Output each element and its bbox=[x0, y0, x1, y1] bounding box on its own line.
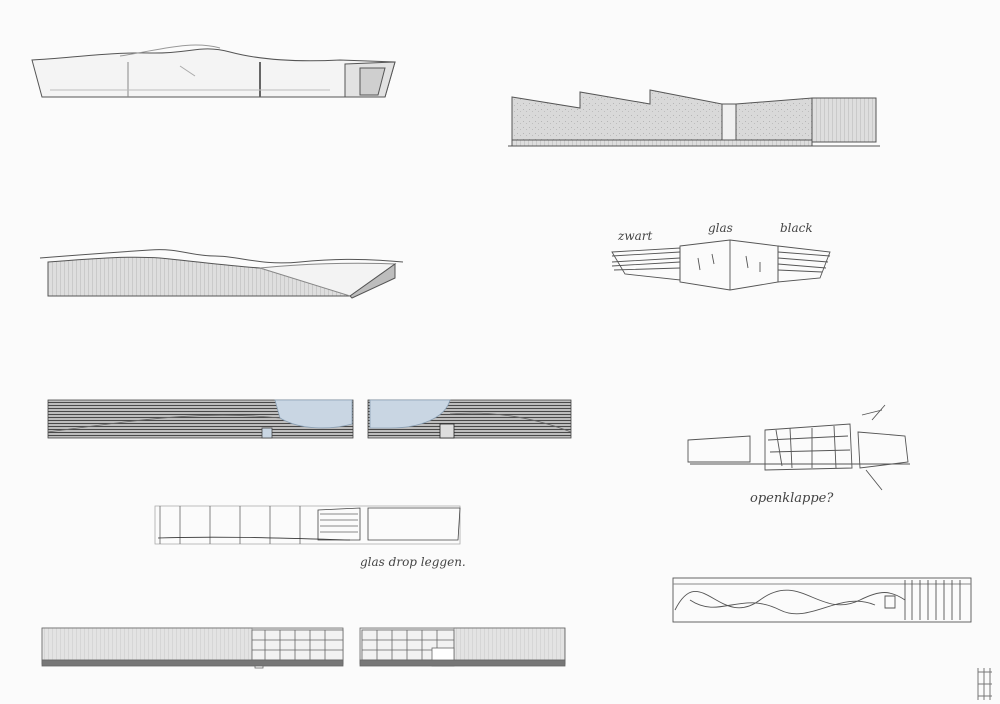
elevation-striped-facade bbox=[47, 399, 572, 439]
sketch-wave-facade bbox=[672, 577, 972, 623]
elevation-wavy-roof-2 bbox=[39, 249, 404, 299]
elevation-wavy-roof-1 bbox=[31, 44, 396, 98]
sketch-zwart-glas-black: zwart glas black bbox=[611, 221, 831, 291]
sketch-glas-drop-leggen: glas drop leggen. bbox=[154, 505, 466, 569]
label-black: black bbox=[780, 221, 813, 235]
label-openklappen: openklappe? bbox=[750, 491, 834, 506]
elevation-panel-facade bbox=[41, 627, 566, 669]
label-glas-drop-leggen: glas drop leggen. bbox=[360, 555, 466, 569]
elevation-sawtooth-roof bbox=[508, 89, 880, 147]
monogram-logo bbox=[977, 668, 992, 700]
label-glas: glas bbox=[708, 221, 733, 235]
label-zwart: zwart bbox=[617, 229, 652, 243]
sketch-openklappen: openklappe? bbox=[687, 404, 910, 506]
